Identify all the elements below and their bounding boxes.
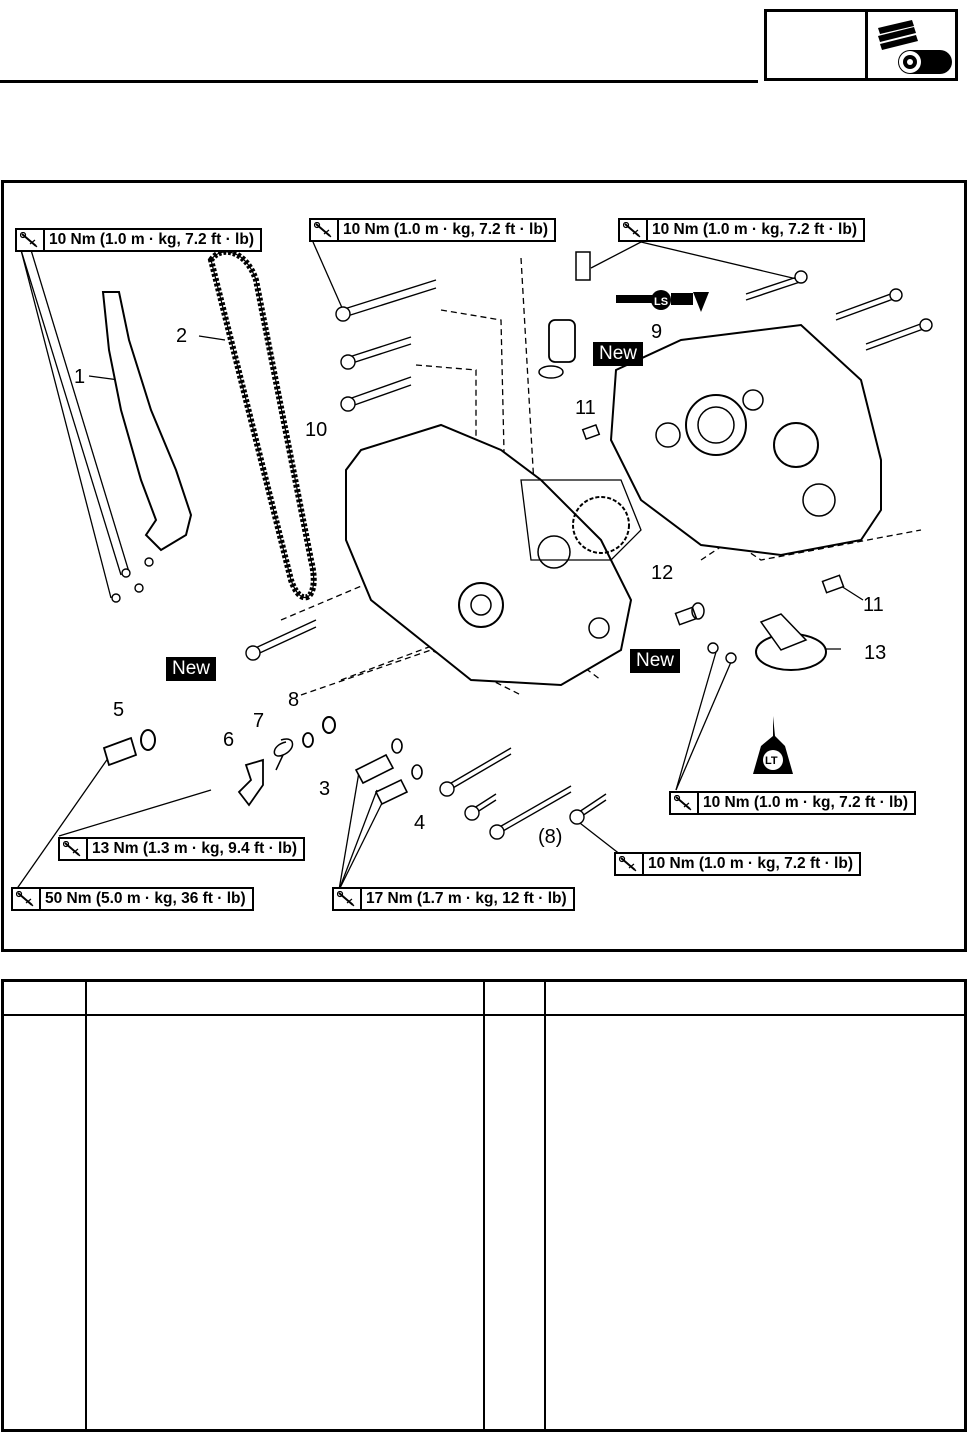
crankcase-exploded-diagram: LS LT [15, 241, 933, 891]
part-number-4: 4 [414, 812, 426, 834]
part-number-3: 3 [319, 778, 331, 800]
new-part-badge: New [593, 342, 644, 366]
part-number-2: 2 [176, 325, 188, 347]
part-number-8-qty: (8) [538, 826, 563, 848]
torque-wrench-icon [60, 839, 88, 859]
ls-symbol-text: LS [654, 296, 668, 308]
torque-value: 17 Nm (1.7 m · kg, 12 ft · lb) [366, 890, 567, 907]
torque-callout: 10 Nm (1.0 m · kg, 7.2 ft · lb) [15, 228, 262, 252]
torque-callout: 10 Nm (1.0 m · kg, 7.2 ft · lb) [614, 852, 861, 876]
part-number-6: 6 [223, 729, 235, 751]
part-number-10: 10 [305, 419, 328, 441]
engine-section-icon [878, 20, 952, 74]
torque-value: 10 Nm (1.0 m · kg, 7.2 ft · lb) [343, 221, 548, 238]
torque-value: 10 Nm (1.0 m · kg, 7.2 ft · lb) [49, 231, 254, 248]
torque-wrench-icon [620, 220, 648, 240]
new-part-badge: New [630, 649, 681, 673]
torque-wrench-icon [311, 220, 339, 240]
torque-wrench-icon [671, 793, 699, 813]
torque-callout: 10 Nm (1.0 m · kg, 7.2 ft · lb) [309, 218, 556, 242]
part-number-11b: 11 [863, 594, 884, 616]
part-number-7: 7 [253, 710, 265, 732]
torque-wrench-icon [616, 854, 644, 874]
torque-callout: 17 Nm (1.7 m · kg, 12 ft · lb) [332, 887, 575, 911]
torque-value: 50 Nm (5.0 m · kg, 36 ft · lb) [45, 890, 246, 907]
torque-callout: 10 Nm (1.0 m · kg, 7.2 ft · lb) [669, 791, 916, 815]
part-number-9: 9 [651, 321, 663, 343]
torque-callout: 10 Nm (1.0 m · kg, 7.2 ft · lb) [618, 218, 865, 242]
table-column-divider [544, 979, 546, 1432]
lt-symbol-text: LT [765, 755, 778, 767]
torque-value: 10 Nm (1.0 m · kg, 7.2 ft · lb) [648, 855, 853, 872]
section-tab-box [764, 9, 958, 81]
torque-value: 10 Nm (1.0 m · kg, 7.2 ft · lb) [703, 794, 908, 811]
torque-wrench-icon [13, 889, 41, 909]
torque-wrench-icon [17, 230, 45, 250]
torque-value: 10 Nm (1.0 m · kg, 7.2 ft · lb) [652, 221, 857, 238]
part-number-1: 1 [74, 366, 86, 388]
grease-gun-icon: LS [616, 290, 709, 312]
torque-wrench-icon [334, 889, 362, 909]
torque-value: 13 Nm (1.3 m · kg, 9.4 ft · lb) [92, 840, 297, 857]
table-column-divider [483, 979, 485, 1432]
exploded-diagram-frame [1, 180, 967, 952]
part-number-5: 5 [113, 699, 125, 721]
part-number-11a: 11 [575, 397, 596, 419]
section-tab-divider [865, 9, 868, 81]
part-number-8: 8 [288, 689, 300, 711]
table-column-divider [85, 979, 87, 1432]
locktite-bottle-icon: LT [753, 716, 793, 774]
new-part-badge: New [166, 657, 217, 681]
header-rule [0, 80, 758, 83]
part-number-12: 12 [651, 562, 674, 584]
torque-callout: 13 Nm (1.3 m · kg, 9.4 ft · lb) [58, 837, 305, 861]
part-number-13: 13 [864, 642, 887, 664]
torque-callout: 50 Nm (5.0 m · kg, 36 ft · lb) [11, 887, 254, 911]
